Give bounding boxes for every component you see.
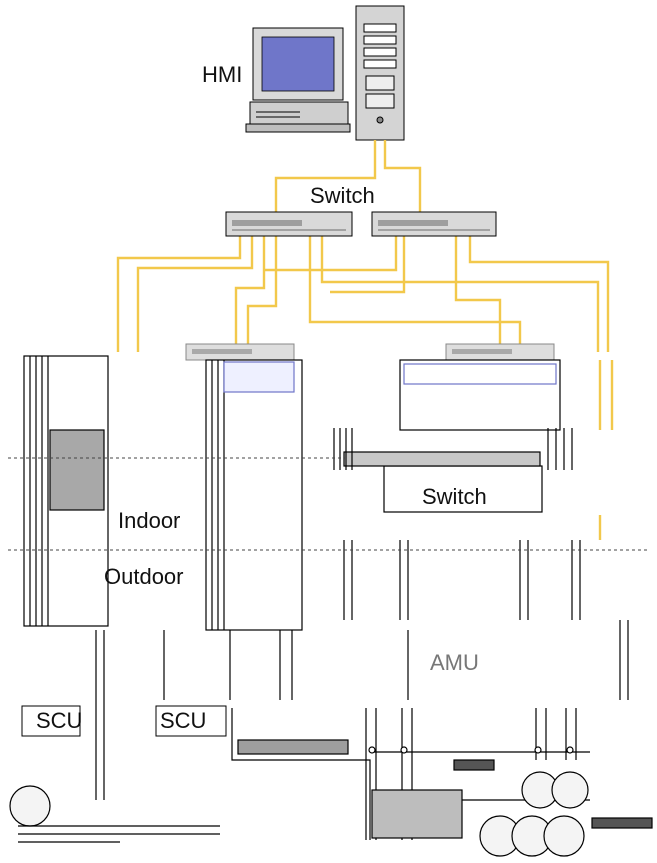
outdoor-label: Outdoor [104,564,184,589]
amu-label: AMU [430,650,479,675]
indoor-outdoor-boundary [8,457,650,551]
switch-device-left [225,211,353,237]
scu-left-box [21,705,81,737]
bay-switches [185,343,555,361]
hmi-workstation: HMI [202,5,405,141]
switch-mid-label: Switch [422,484,487,509]
switch-top-label: Switch [310,183,375,208]
scu-mid-label: SCU [160,708,206,733]
bay-switch-left [185,343,295,361]
wiring-and-cabinets [9,355,653,857]
indoor-label: Indoor [118,508,180,533]
switch-device-right [371,211,497,237]
bay-switch-right [445,343,555,361]
monitor-icon [245,27,351,133]
ethernet-cables [116,140,614,540]
hmi-label: HMI [202,62,242,87]
top-switches: Switch [225,183,497,237]
scu-left-label: SCU [36,708,82,733]
scu-mid-box [155,705,227,737]
server-tower-icon [355,5,405,141]
